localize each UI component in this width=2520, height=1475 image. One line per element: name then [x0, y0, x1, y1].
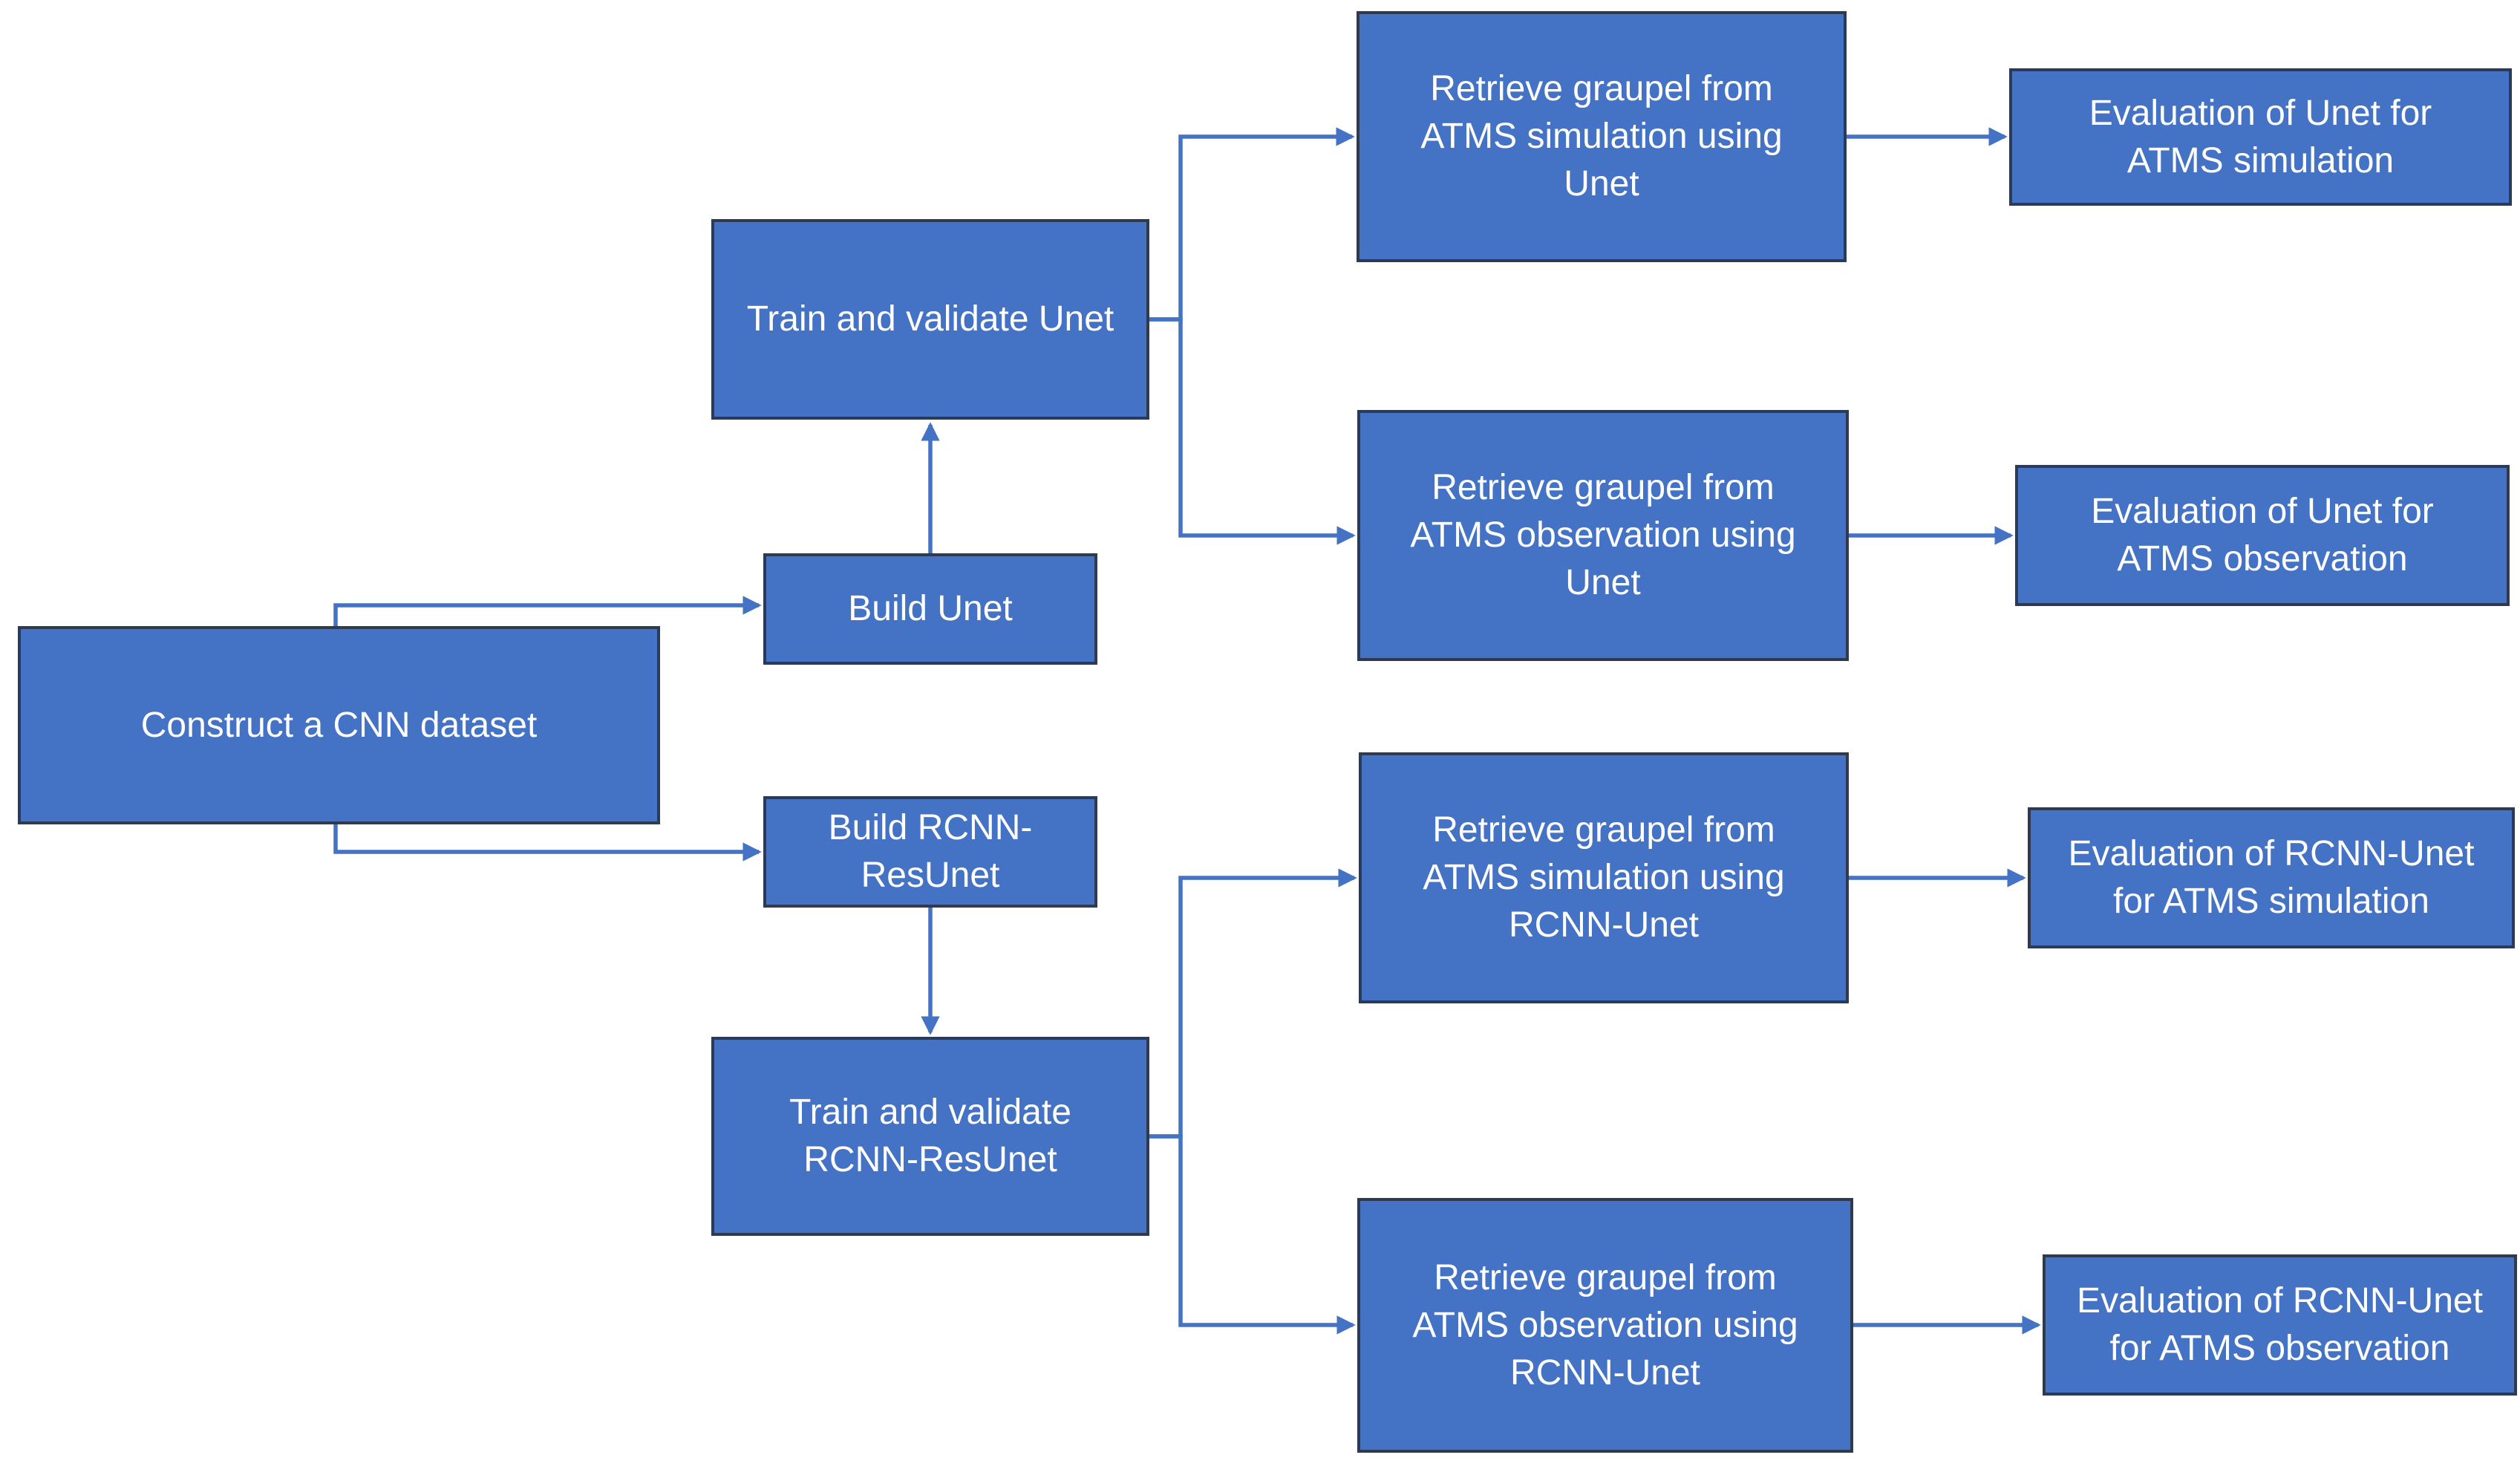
connector-train-rcnn-to-retrieve-obs-rcnn [1149, 1134, 1356, 1335]
node-retrieve-graupel-atms-simulation-rcnn-unet: Retrieve graupel from ATMS simulation us… [1359, 752, 1849, 1003]
connector-train-unet-to-retrieve-obs-unet [1149, 317, 1356, 545]
connector-construct-to-build-rcnn-resunet [333, 824, 762, 862]
node-build-rcnn-resunet: Build RCNN- ResUnet [763, 796, 1097, 908]
node-retrieve-graupel-atms-simulation-unet: Retrieve graupel from ATMS simulation us… [1357, 11, 1847, 262]
connector-train-rcnn-to-retrieve-sim-rcnn [1149, 868, 1357, 1139]
node-build-unet: Build Unet [763, 553, 1097, 665]
node-construct-cnn-dataset: Construct a CNN dataset [18, 626, 660, 824]
node-evaluation-unet-atms-observation: Evaluation of Unet for ATMS observation [2015, 465, 2510, 606]
connector-train-unet-to-retrieve-sim-unet [1149, 127, 1355, 322]
node-evaluation-rcnn-unet-atms-observation: Evaluation of RCNN-Unet for ATMS observa… [2043, 1254, 2517, 1396]
node-evaluation-unet-atms-simulation: Evaluation of Unet for ATMS simulation [2009, 68, 2512, 206]
node-train-validate-rcnn-resunet: Train and validate RCNN-ResUnet [711, 1037, 1149, 1236]
node-retrieve-graupel-atms-observation-rcnn-unet: Retrieve graupel from ATMS observation u… [1357, 1198, 1853, 1453]
node-evaluation-rcnn-unet-atms-simulation: Evaluation of RCNN-Unet for ATMS simulat… [2028, 807, 2515, 948]
node-retrieve-graupel-atms-observation-unet: Retrieve graupel from ATMS observation u… [1357, 410, 1849, 661]
node-train-validate-unet: Train and validate Unet [711, 219, 1149, 420]
connector-construct-to-build-unet [333, 596, 762, 626]
